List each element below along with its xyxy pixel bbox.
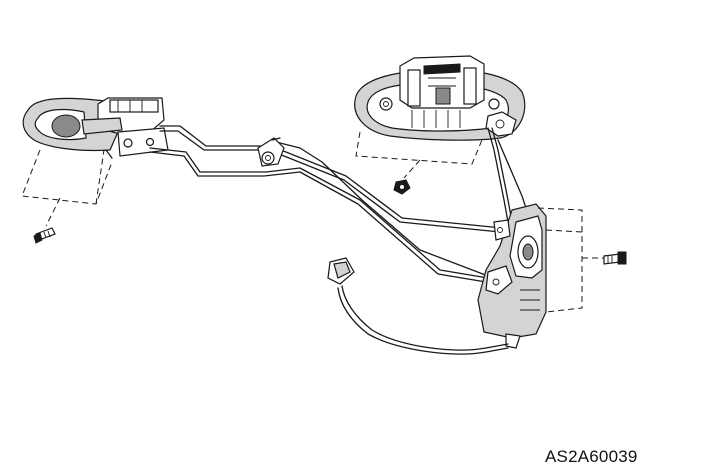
outside-handle-assembly (354, 55, 526, 141)
latch-mounting-callout (537, 207, 606, 313)
figure-code: AS2A60039 (545, 447, 638, 466)
wire-harness (327, 257, 509, 355)
inside-handle-assembly (22, 97, 169, 159)
control-rods (149, 125, 503, 283)
mounting-nut-icon (393, 179, 411, 195)
latch-screw-icon (603, 251, 627, 265)
cable-clip (257, 137, 285, 167)
door-lock-assembly (477, 203, 547, 349)
handle-mounting-callout (21, 149, 113, 227)
outside-handle-callout (355, 131, 483, 179)
handle-screw-icon (33, 227, 56, 244)
